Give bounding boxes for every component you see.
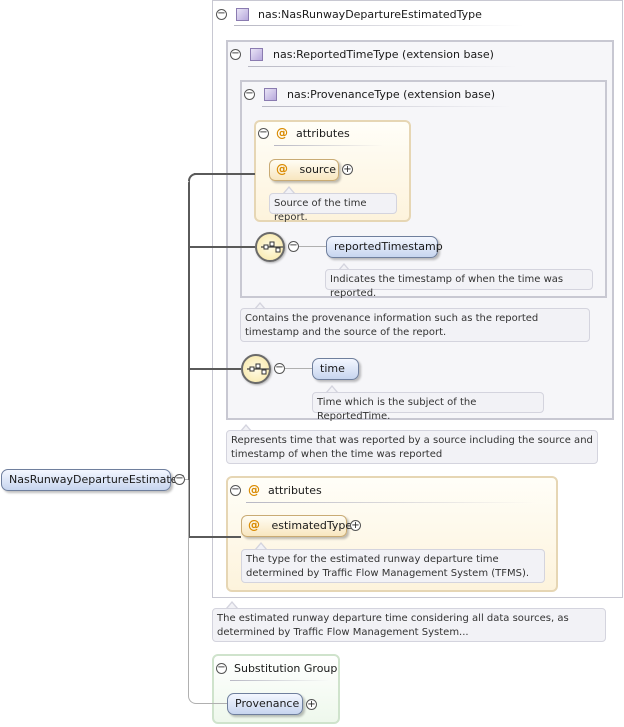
collapse-toggle-icon[interactable]: −: [288, 240, 299, 252]
attributes-header: attributes: [268, 484, 322, 497]
provenance-documentation: Contains the provenance information such…: [240, 308, 590, 342]
collapse-toggle-icon[interactable]: −: [258, 127, 269, 139]
attributes-header: attributes: [296, 127, 350, 140]
connector-line: [188, 363, 190, 538]
attribute-symbol-icon: @: [276, 162, 288, 176]
attribute-estimated-type[interactable]: @ estimatedType: [241, 515, 352, 537]
connector-line: [194, 173, 255, 175]
expand-toggle-icon[interactable]: +: [350, 520, 361, 531]
connector-line: [285, 368, 312, 369]
sequence-compositor-icon[interactable]: [255, 232, 285, 262]
attribute-source[interactable]: @ source: [269, 159, 339, 181]
attribute-symbol-icon: @: [248, 518, 260, 532]
complex-type-icon: [250, 48, 263, 61]
provenance-type-title: nas:ProvenanceType (extension base): [287, 88, 496, 101]
element-provenance[interactable]: Provenance: [227, 693, 303, 715]
substitution-group-header: Substitution Group: [234, 662, 338, 675]
header-divider: [274, 145, 384, 146]
outer-documentation: The estimated runway departure time cons…: [212, 608, 606, 642]
connector-line: [185, 479, 189, 480]
annotation-tail: [255, 542, 267, 550]
sequence-compositor-icon[interactable]: [241, 354, 271, 384]
collapse-toggle-icon[interactable]: −: [230, 484, 241, 496]
source-documentation: Source of the time report.: [269, 193, 397, 223]
header-divider: [230, 680, 330, 681]
collapse-toggle-icon[interactable]: −: [216, 662, 227, 674]
connector-line: [190, 246, 255, 248]
annotation-tail: [226, 601, 238, 609]
collapse-toggle-icon[interactable]: −: [216, 8, 227, 20]
annotation-tail: [240, 424, 252, 432]
attribute-source-label: source: [299, 163, 337, 176]
element-time[interactable]: time: [312, 358, 359, 380]
connector-line: [188, 173, 196, 181]
connector-line: [299, 246, 326, 247]
annotation-tail: [254, 302, 266, 310]
element-reported-timestamp[interactable]: reportedTimestamp: [326, 236, 443, 258]
attribute-symbol-icon: @: [248, 483, 260, 497]
complex-type-icon: [264, 88, 277, 101]
time-documentation: Time which is the subject of the Reporte…: [312, 392, 544, 422]
reported-time-documentation: Represents time that was reported by a s…: [226, 430, 598, 464]
reported-type-title: nas:ReportedTimeType (extension base): [273, 48, 494, 61]
attribute-symbol-icon: @: [276, 126, 288, 140]
header-divider: [248, 66, 518, 67]
collapse-toggle-icon[interactable]: −: [274, 362, 285, 374]
reported-timestamp-documentation: Indicates the timestamp of when the time…: [325, 269, 593, 299]
collapse-toggle-icon[interactable]: −: [174, 473, 185, 485]
root-element-nas-runway-departure-estimated[interactable]: NasRunwayDepartureEstimated: [1, 469, 184, 491]
collapse-toggle-icon[interactable]: −: [244, 88, 255, 100]
outer-type-title: nas:NasRunwayDepartureEstimatedType: [258, 8, 482, 21]
connector-line: [188, 480, 189, 696]
annotation-tail: [283, 186, 295, 194]
complex-type-icon: [236, 8, 249, 21]
header-divider: [262, 106, 512, 107]
expand-toggle-icon[interactable]: +: [342, 164, 353, 175]
connector-line: [188, 181, 190, 364]
attribute-estimated-type-label: estimatedType: [271, 519, 353, 532]
annotation-tail: [338, 263, 350, 271]
collapse-toggle-icon[interactable]: −: [230, 48, 241, 60]
expand-toggle-icon[interactable]: +: [306, 699, 317, 710]
header-divider: [246, 502, 536, 503]
connector-line: [190, 368, 241, 370]
connector-line: [188, 695, 227, 704]
estimated-type-documentation: The type for the estimated runway depart…: [241, 549, 545, 583]
annotation-tail: [326, 385, 338, 393]
header-divider: [234, 25, 524, 26]
connector-line: [190, 536, 241, 538]
